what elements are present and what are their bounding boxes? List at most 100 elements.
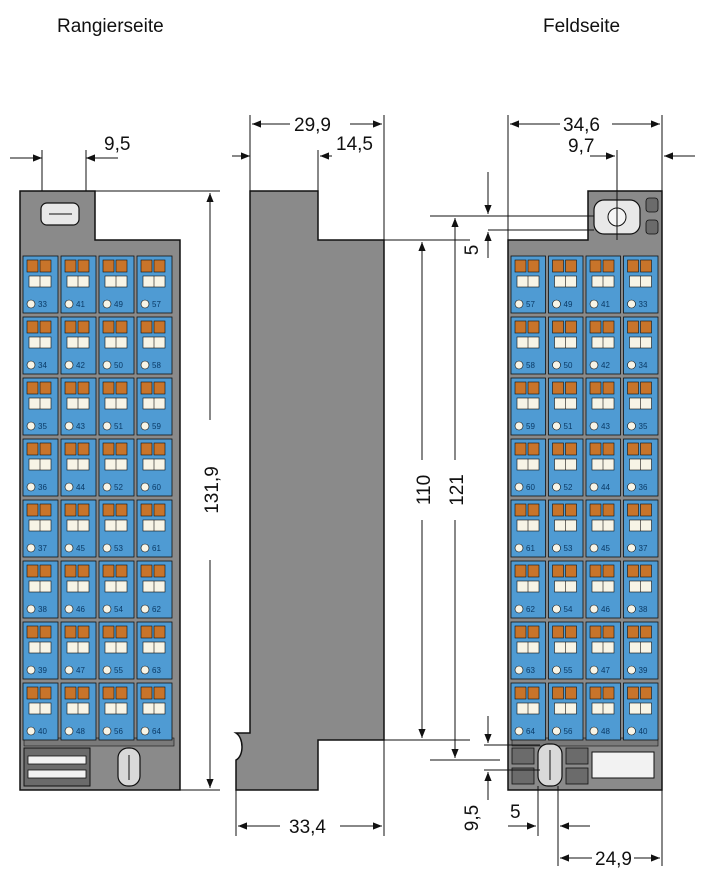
left-terminal-label: 51 [114,422,123,431]
right-terminal-63: 63 [510,621,546,680]
right-terminal-38: 38 [623,560,659,619]
right-terminal-58: 58 [510,316,546,375]
dim-right-bottom-slot: 5 [510,802,521,823]
right-terminal-47: 47 [585,621,621,680]
right-terminal-label: 36 [639,483,648,492]
dim-left-height: 131,9 [202,466,223,514]
left-terminal-label: 35 [38,422,47,431]
left-terminal-62: 62 [136,560,173,619]
right-terminal-label: 58 [526,361,535,370]
right-terminal-41: 41 [585,255,621,314]
dim-right-bottom-width: 24,9 [595,849,632,870]
right-terminal-59: 59 [510,377,546,436]
left-terminal-38: 38 [22,560,59,619]
left-terminal-label: 34 [38,361,47,370]
right-terminal-52: 52 [548,438,584,497]
left-terminal-33: 33 [22,255,59,314]
right-terminal-46: 46 [585,560,621,619]
left-terminal-label: 64 [152,727,161,736]
right-terminal-label: 56 [564,727,573,736]
left-terminal-label: 47 [76,666,85,675]
right-terminal-label: 42 [601,361,610,370]
right-terminal-grid: 5758596061626364495051525354555641424344… [510,255,659,741]
left-terminal-54: 54 [98,560,135,619]
right-terminal-35: 35 [623,377,659,436]
right-terminal-label: 41 [601,300,610,309]
left-terminal-label: 55 [114,666,123,675]
left-terminal-label: 52 [114,483,123,492]
left-terminal-label: 61 [152,544,161,553]
right-terminal-label: 51 [564,422,573,431]
right-terminal-label: 34 [639,361,648,370]
left-terminal-label: 62 [152,605,161,614]
dim-right-slot-offset: 9,7 [568,136,594,157]
right-dimensions: 34,6 9,7 5 9,5 5 24,9 [462,115,695,870]
dim-left-slot-width: 9,5 [104,134,130,155]
left-terminal-40: 40 [22,682,59,741]
left-terminal-label: 40 [38,727,47,736]
right-terminal-label: 33 [639,300,648,309]
dim-side-step: 14,5 [336,134,373,155]
left-terminal-41: 41 [60,255,97,314]
right-terminal-49: 49 [548,255,584,314]
dim-side-inner-height: 110 [414,475,435,505]
dim-right-width: 34,6 [563,115,600,136]
right-terminal-label: 44 [601,483,610,492]
left-terminal-label: 44 [76,483,85,492]
left-terminal-60: 60 [136,438,173,497]
left-terminal-label: 56 [114,727,123,736]
left-terminal-label: 41 [76,300,85,309]
left-terminal-64: 64 [136,682,173,741]
side-profile [233,190,385,791]
left-terminal-label: 59 [152,422,161,431]
right-terminal-60: 60 [510,438,546,497]
right-terminal-label: 63 [526,666,535,675]
left-terminal-49: 49 [98,255,135,314]
right-terminal-label: 64 [526,727,535,736]
left-terminal-63: 63 [136,621,173,680]
left-terminal-47: 47 [60,621,97,680]
left-terminal-label: 63 [152,666,161,675]
left-terminal-label: 38 [38,605,47,614]
dim-side-width-top: 29,9 [294,115,331,136]
right-terminal-label: 53 [564,544,573,553]
right-terminal-39: 39 [623,621,659,680]
left-terminal-label: 45 [76,544,85,553]
left-terminal-label: 33 [38,300,47,309]
left-terminal-label: 46 [76,605,85,614]
right-terminal-label: 46 [601,605,610,614]
right-terminal-label: 60 [526,483,535,492]
left-terminal-50: 50 [98,316,135,375]
right-terminal-61: 61 [510,499,546,558]
dim-right-top-gap: 5 [462,245,483,256]
left-terminal-35: 35 [22,377,59,436]
left-dimensions: 9,5 131,9 [10,134,223,791]
left-terminal-46: 46 [60,560,97,619]
left-terminal-48: 48 [60,682,97,741]
right-terminal-43: 43 [585,377,621,436]
left-terminal-55: 55 [98,621,135,680]
left-terminal-34: 34 [22,316,59,375]
right-terminal-64: 64 [510,682,546,741]
right-terminal-36: 36 [623,438,659,497]
side-dimensions: 29,9 14,5 33,4 110 121 [232,115,500,838]
right-terminal-34: 34 [623,316,659,375]
left-terminal-label: 39 [38,666,47,675]
left-terminal-56: 56 [98,682,135,741]
right-terminal-label: 35 [639,422,648,431]
left-terminal-36: 36 [22,438,59,497]
left-terminal-57: 57 [136,255,173,314]
left-view-label: Rangierseite [57,16,164,37]
right-terminal-label: 52 [564,483,573,492]
left-terminal-grid: 3334353637383940414243444546474849505152… [22,255,173,741]
right-terminal-label: 48 [601,727,610,736]
right-terminal-42: 42 [585,316,621,375]
dim-side-width-bottom: 33,4 [289,817,326,838]
left-terminal-label: 60 [152,483,161,492]
right-terminal-label: 43 [601,422,610,431]
left-terminal-label: 53 [114,544,123,553]
right-terminal-57: 57 [510,255,546,314]
left-terminal-37: 37 [22,499,59,558]
